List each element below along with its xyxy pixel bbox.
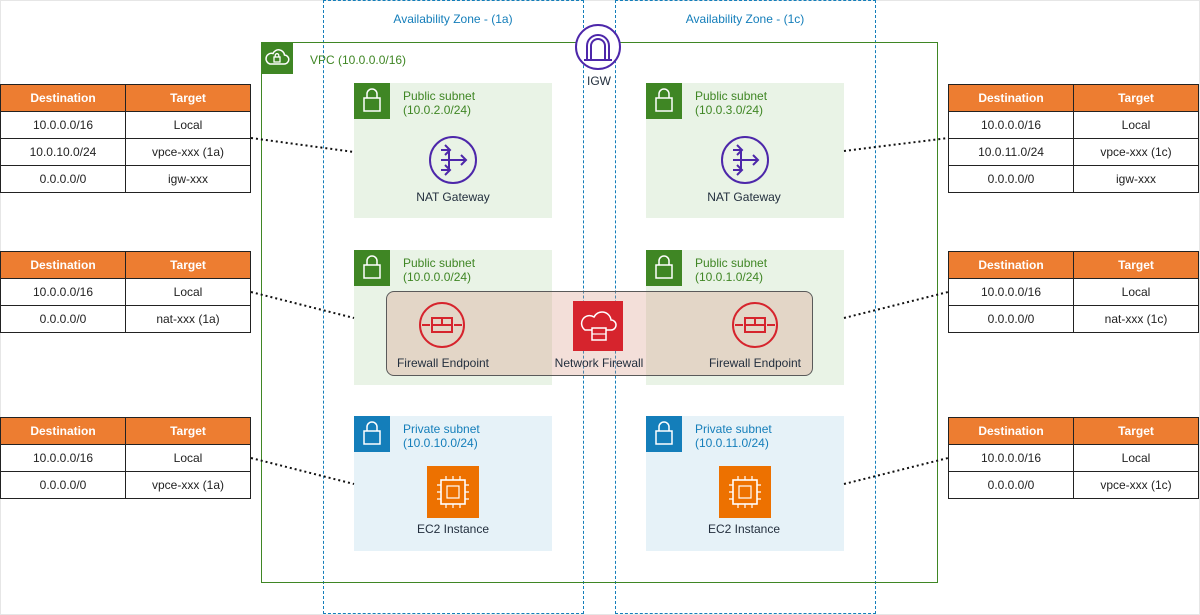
padlock-icon [363, 88, 673, 445]
availability-zone-1c-label: Availability Zone - (1c) [685, 12, 805, 26]
subnet-title: Public subnet(10.0.2.0/24) [403, 89, 475, 117]
subnet-title: Public subnet(10.0.0.0/24) [403, 256, 475, 284]
target-header: Target [1073, 251, 1199, 279]
target-cell: igw-xxx [1073, 165, 1199, 193]
ec2-chip-icon [427, 466, 771, 518]
destination-cell: 10.0.10.0/24 [0, 138, 126, 166]
target-cell: vpce-xxx (1c) [1073, 138, 1199, 166]
target-header: Target [125, 251, 251, 279]
destination-cell: 0.0.0.0/0 [948, 305, 1074, 333]
subnet-type: Public subnet [403, 89, 476, 103]
target-cell: Local [1073, 278, 1199, 306]
target-cell: Local [1073, 444, 1199, 472]
igw-label: IGW [587, 74, 611, 88]
subnet-cidr: (10.0.10.0/24) [403, 436, 478, 450]
destination-cell: 0.0.0.0/0 [948, 471, 1074, 499]
destination-cell: 10.0.0.0/16 [948, 111, 1074, 139]
target-cell: vpce-xxx (1a) [125, 471, 251, 499]
subnet-cidr: (10.0.11.0/24) [695, 436, 769, 450]
destination-cell: 10.0.0.0/16 [0, 111, 126, 139]
nat-gateway-label: NAT Gateway [707, 190, 781, 204]
subnet-cidr: (10.0.1.0/24) [695, 270, 764, 284]
igw-arch-icon [575, 24, 621, 70]
target-cell: Local [1073, 111, 1199, 139]
target-cell: nat-xxx (1c) [1073, 305, 1199, 333]
subnet-cidr: (10.0.0.0/24) [403, 270, 472, 284]
subnet-type: Private subnet [695, 422, 772, 436]
subnet-title: Private subnet(10.0.10.0/24) [403, 422, 480, 450]
network-firewall-icon [573, 301, 623, 351]
ec2-instance-label: EC2 Instance [416, 522, 490, 536]
target-header: Target [1073, 417, 1199, 445]
target-cell: Local [125, 278, 251, 306]
destination-cell: 10.0.0.0/16 [948, 444, 1074, 472]
destination-cell: 0.0.0.0/0 [948, 165, 1074, 193]
firewall-endpoint-label: Firewall Endpoint [396, 356, 490, 370]
target-cell: nat-xxx (1a) [125, 305, 251, 333]
target-cell: Local [125, 111, 251, 139]
destination-cell: 10.0.0.0/16 [0, 444, 126, 472]
subnet-type: Public subnet [695, 256, 768, 270]
destination-cell: 0.0.0.0/0 [0, 165, 126, 193]
destination-cell: 0.0.0.0/0 [0, 471, 126, 499]
subnet-title: Public subnet(10.0.1.0/24) [695, 256, 767, 284]
firewall-endpoint-icon [419, 302, 778, 348]
destination-header: Destination [0, 84, 126, 112]
destination-cell: 10.0.11.0/24 [948, 138, 1074, 166]
network-firewall-label: Network Firewall [554, 356, 644, 370]
target-header: Target [125, 417, 251, 445]
availability-zone-1a-label: Availability Zone - (1a) [393, 12, 513, 26]
target-header: Target [125, 84, 251, 112]
destination-header: Destination [948, 84, 1074, 112]
route-table-connectors [250, 137, 949, 485]
subnet-type: Public subnet [695, 89, 768, 103]
firewall-endpoint-label: Firewall Endpoint [708, 356, 802, 370]
subnet-cidr: (10.0.3.0/24) [695, 103, 764, 117]
subnet-title: Public subnet(10.0.3.0/24) [695, 89, 767, 117]
ec2-instance-label: EC2 Instance [707, 522, 781, 536]
nat-gateway-icon [429, 136, 769, 184]
destination-header: Destination [0, 417, 126, 445]
target-cell: Local [125, 444, 251, 472]
target-cell: igw-xxx [125, 165, 251, 193]
destination-header: Destination [948, 417, 1074, 445]
destination-header: Destination [0, 251, 126, 279]
nat-gateway-label: NAT Gateway [416, 190, 490, 204]
subnet-cidr: (10.0.2.0/24) [403, 103, 472, 117]
destination-header: Destination [948, 251, 1074, 279]
destination-cell: 10.0.0.0/16 [948, 278, 1074, 306]
subnet-type: Public subnet [403, 256, 476, 270]
target-cell: vpce-xxx (1c) [1073, 471, 1199, 499]
destination-cell: 10.0.0.0/16 [0, 278, 126, 306]
subnet-type: Private subnet [403, 422, 480, 436]
vpc-label: VPC (10.0.0.0/16) [310, 53, 407, 67]
cloud-lock-icon [261, 42, 293, 74]
destination-cell: 0.0.0.0/0 [0, 305, 126, 333]
target-cell: vpce-xxx (1a) [125, 138, 251, 166]
target-header: Target [1073, 84, 1199, 112]
subnet-title: Private subnet(10.0.11.0/24) [695, 422, 772, 450]
